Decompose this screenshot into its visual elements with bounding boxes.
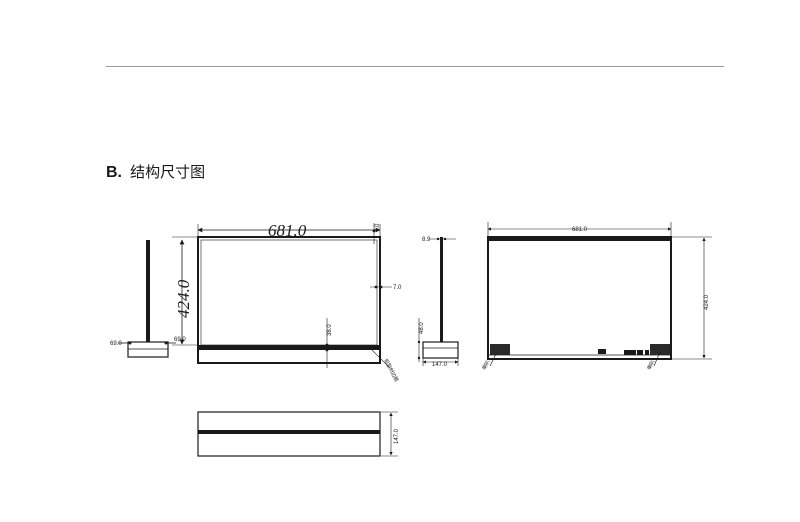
section-title-text: 结构尺寸图 xyxy=(130,164,206,181)
rear-width-label: 681.0 xyxy=(572,227,588,233)
profile-view: 8.9 48.0 147.0 xyxy=(417,237,459,368)
section-heading: B. 结构尺寸图 xyxy=(106,162,205,184)
front-base-height-label: 38.0 xyxy=(327,324,333,336)
rear-view: 681.0 424.0 喇叭 喇叭 xyxy=(481,222,712,371)
header-rule xyxy=(106,66,724,67)
rear-right-speaker-callout: 喇叭 xyxy=(646,359,657,371)
front-view: 681.0 424.0 7.0 7.0 38.0 铝型材边框 xyxy=(172,221,402,383)
section-letter: B. xyxy=(106,164,122,181)
front-width-label: 681.0 xyxy=(268,221,307,240)
front-height-label: 424.0 xyxy=(174,279,193,318)
profile-base-height-label: 48.0 xyxy=(419,322,425,334)
front-frame-callout: 铝型材边框 xyxy=(382,358,400,383)
side-left-offset-label: 69.0 xyxy=(110,341,122,347)
profile-depth-label: 147.0 xyxy=(432,362,448,368)
side-right-offset-label: 69.0 xyxy=(174,337,186,343)
profile-top-offset-label: 8.9 xyxy=(422,237,431,243)
top-view: 147.0 xyxy=(197,411,400,457)
front-top-margin-label: 7.0 xyxy=(375,223,381,232)
top-depth-label: 147.0 xyxy=(394,428,400,444)
rear-left-speaker-callout: 喇叭 xyxy=(481,359,492,371)
front-right-margin-label: 7.0 xyxy=(393,285,402,291)
rear-height-label: 424.0 xyxy=(704,294,710,310)
